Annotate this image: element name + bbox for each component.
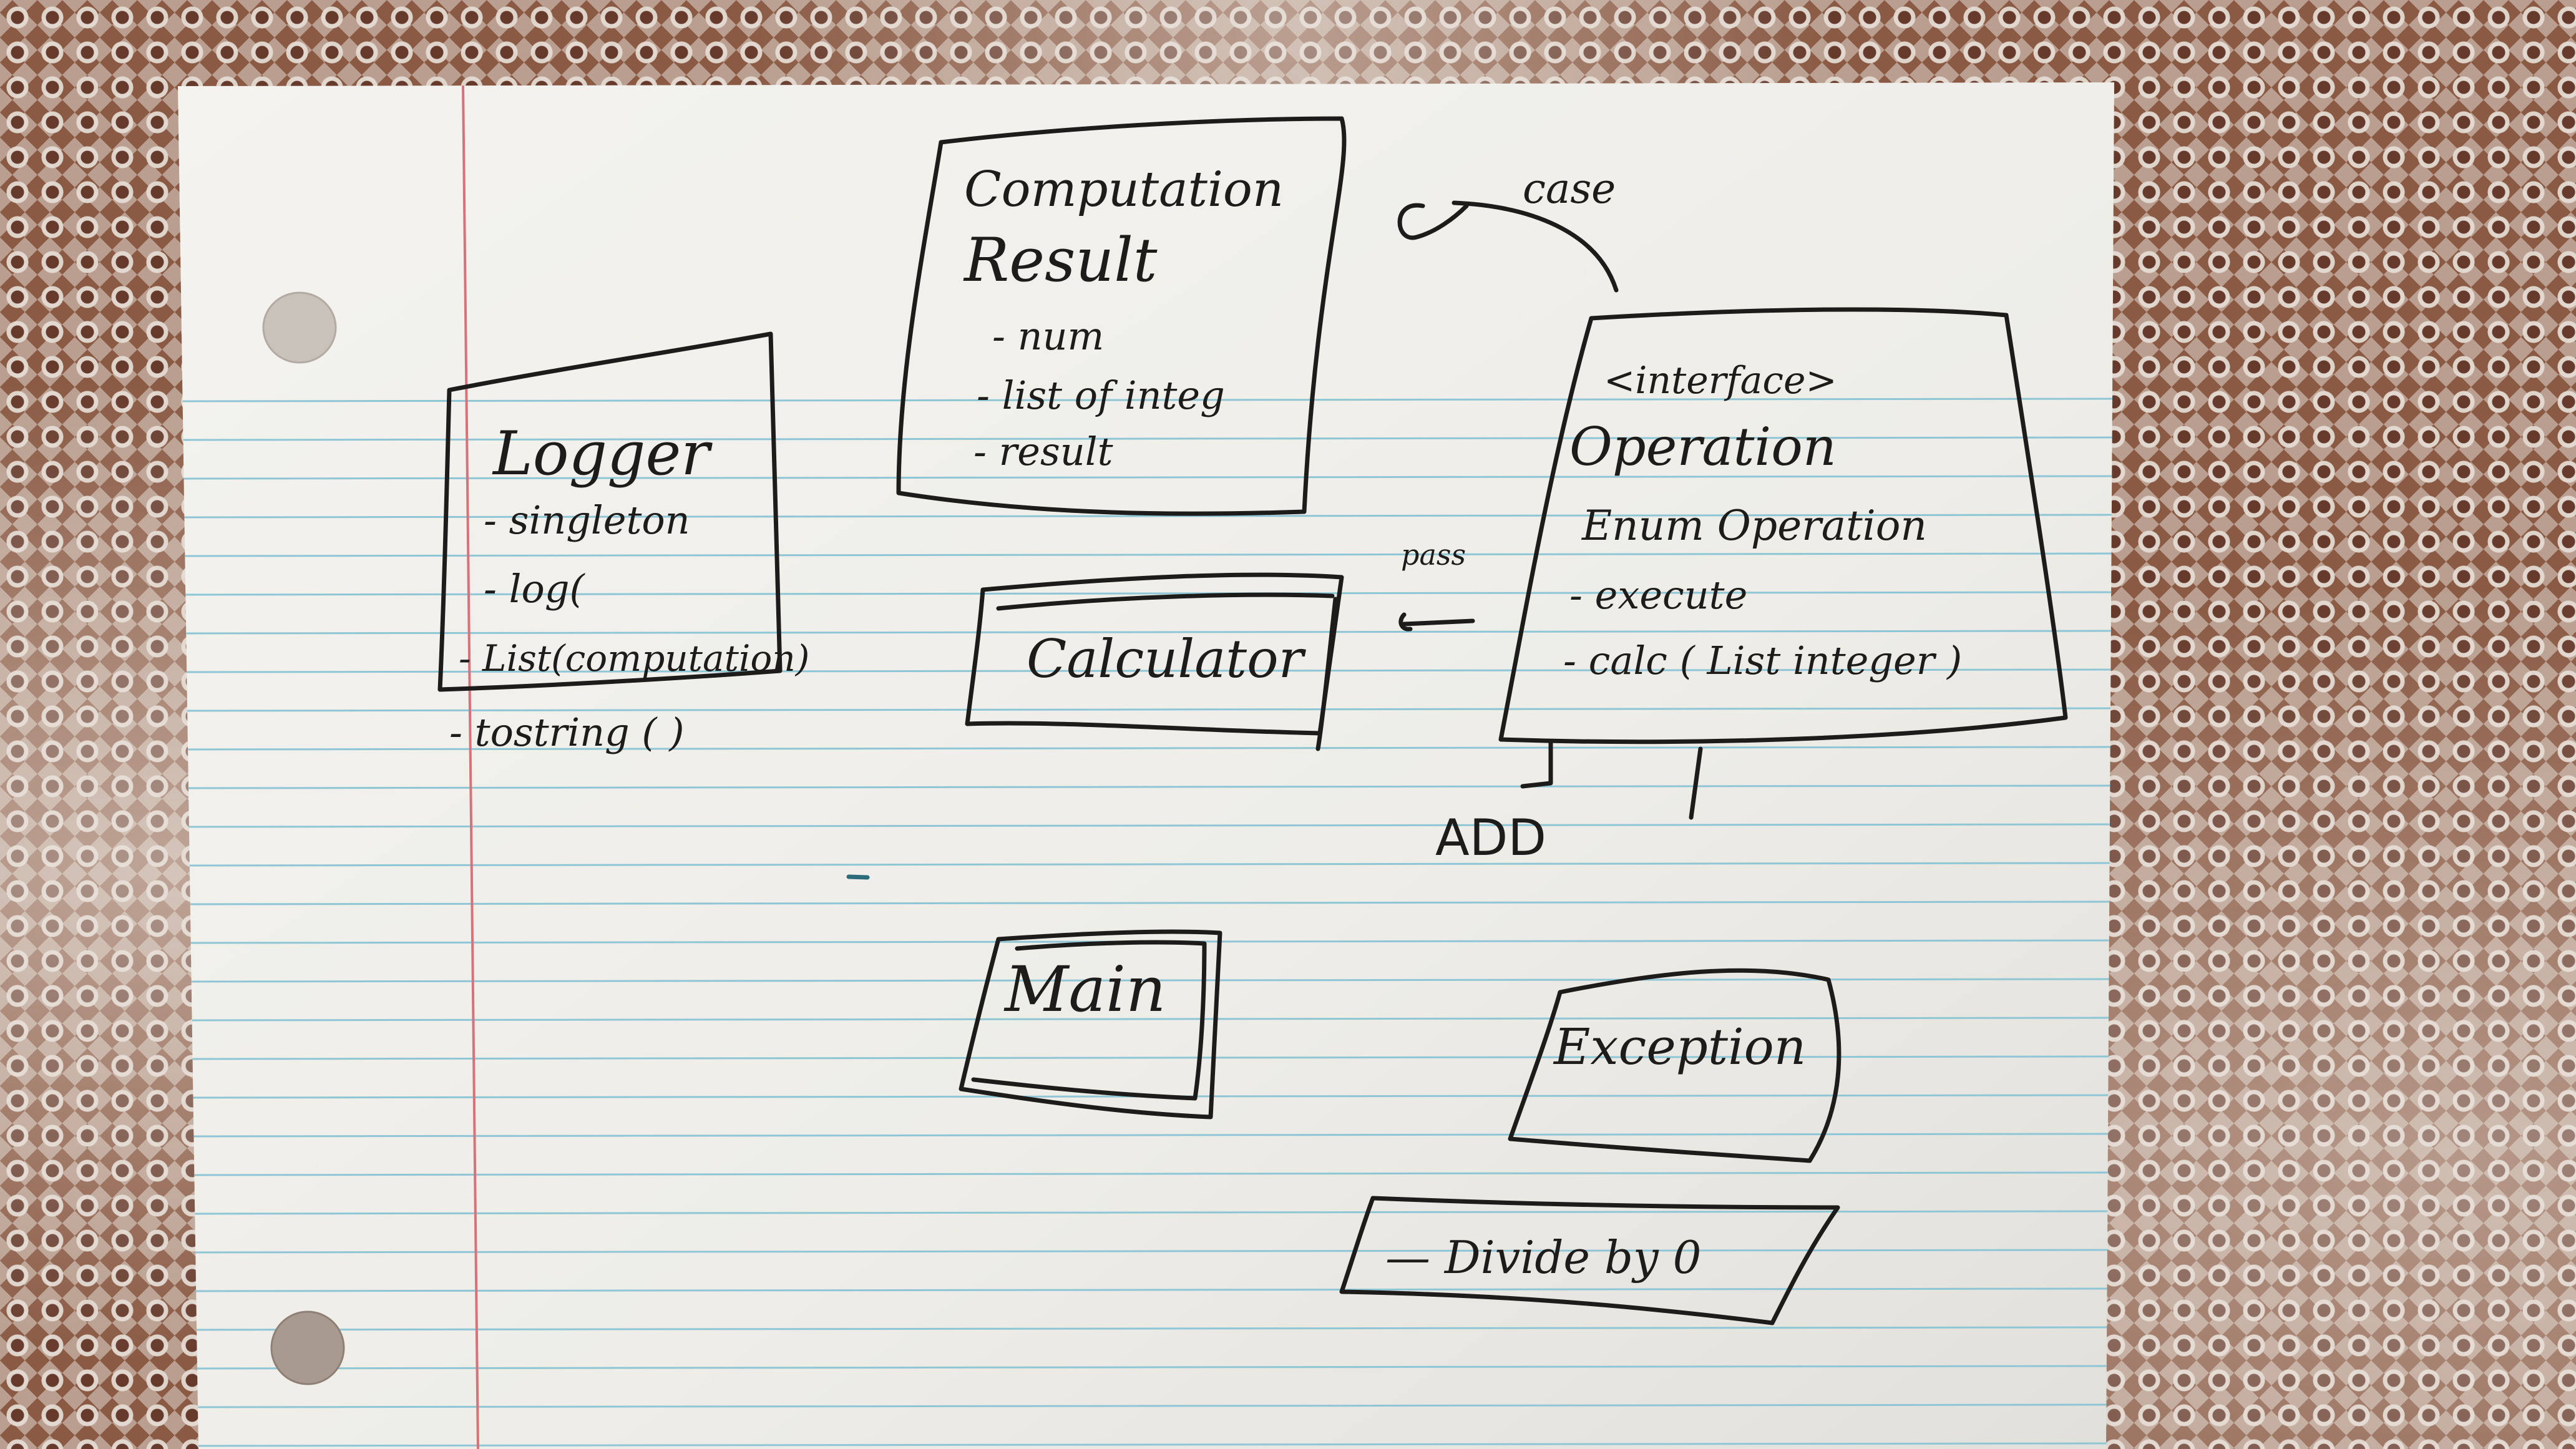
ruled-line: [178, 1210, 2114, 1215]
add-connector: [1520, 740, 1553, 789]
operation-item: - execute: [1569, 572, 1747, 618]
binder-hole-top: [262, 291, 337, 364]
ruled-line: [178, 900, 2114, 905]
binder-hole-bottom: [270, 1310, 345, 1385]
calculator-title: Calculator: [1027, 628, 1307, 690]
operation-box: [1498, 307, 2068, 744]
ruled-line: [178, 552, 2114, 557]
exception-title: Exception: [1553, 1018, 1806, 1076]
exception-box: [1508, 968, 1842, 1163]
ruled-line: [178, 436, 2114, 441]
pass-label: pass: [1401, 538, 1466, 572]
computation-result-item: - list of integ: [977, 373, 1225, 418]
main-box: [959, 929, 1222, 1120]
logger-item: - singleton: [484, 497, 690, 543]
ruled-line: [178, 475, 2114, 480]
logger-title: Logger: [492, 419, 713, 489]
logger-item: - List(computation): [459, 637, 809, 680]
logger-box: [437, 331, 783, 692]
ruled-line: [178, 784, 2114, 789]
computation-result-title-line1: Computation: [964, 162, 1284, 218]
case-arrow: [1397, 200, 1619, 293]
ruled-lines: [178, 398, 2114, 1447]
computation-result-title-line2: Result: [963, 225, 1158, 295]
ruled-line: [178, 398, 2114, 402]
ruled-line: [178, 862, 2114, 867]
ruled-line: [178, 1326, 2114, 1331]
ruled-line: [178, 1365, 2114, 1370]
ruled-line: [178, 630, 2114, 635]
divide-by-zero-box: [1339, 1196, 1840, 1325]
ruled-line: [178, 707, 2114, 712]
computation-result-item: - result: [973, 429, 1113, 474]
computation-result-box: [896, 116, 1347, 516]
ruled-line: [178, 1171, 2114, 1176]
ruled-line: [178, 1403, 2114, 1408]
main-box-inner: [971, 940, 1207, 1101]
ruled-line: [178, 978, 2114, 983]
operation-item: - calc ( List integer ): [1563, 638, 1962, 683]
calculator-box-shadow: [996, 592, 1338, 751]
logger-item: - tostring ( ): [449, 710, 685, 755]
ruled-line: [178, 1055, 2114, 1060]
case-label: case: [1523, 165, 1616, 213]
computation-result-item: - num: [992, 313, 1104, 359]
margin-line: [462, 84, 479, 1449]
operation-subtitle: Enum Operation: [1581, 502, 1927, 550]
pass-arrow: [1398, 612, 1475, 632]
add-label: ADD: [1435, 809, 1546, 867]
ruled-line: [178, 1442, 2114, 1447]
ruled-line: [178, 1017, 2114, 1022]
divide-by-zero-label: — Divide by 0: [1385, 1231, 1701, 1284]
operation-stereotype: <interface>: [1604, 359, 1837, 402]
ruled-line: [178, 1249, 2114, 1254]
ruled-line: [178, 668, 2114, 673]
ruled-line: [178, 746, 2114, 751]
operation-extra-line: [1689, 746, 1703, 820]
paper-sheet: [178, 82, 2114, 1449]
ruled-line: [178, 514, 2114, 519]
operation-title: Operation: [1569, 416, 1837, 477]
ruled-line: [178, 1133, 2114, 1138]
ruled-line: [178, 591, 2114, 596]
main-title: Main: [1003, 953, 1166, 1026]
ruled-line: [178, 1287, 2114, 1292]
logger-item: - log(: [484, 566, 586, 612]
ruled-line: [178, 823, 2114, 828]
